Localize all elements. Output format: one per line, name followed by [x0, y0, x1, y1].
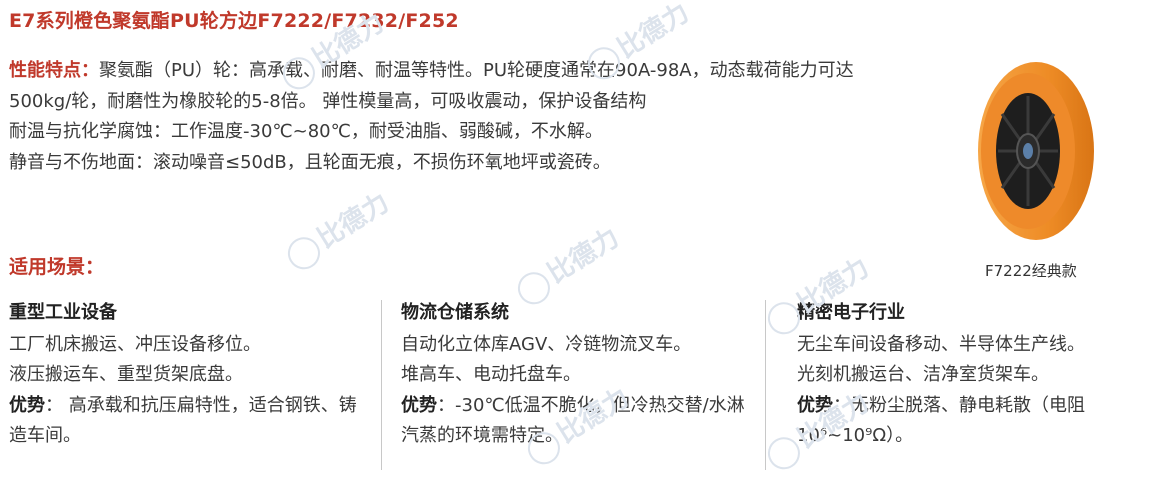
scenario-column-logistics: 物流仓储系统 自动化立体库AGV、冷链物流叉车。 堆高车、电动托盘车。 优势：-… — [401, 298, 746, 452]
column-line: 工厂机床搬运、冲压设备移位。 — [9, 333, 261, 355]
features-label: 性能特点： — [9, 60, 99, 81]
column-divider — [381, 300, 382, 470]
advantage-desc: ： 高承载和抗压扁特性，适合钢铁、铸造车间。 — [9, 394, 357, 447]
advantage-desc: ：-30℃低温不脆化，但冷热交替/水淋汽蒸的环境需特定。 — [401, 394, 745, 447]
advantage-text: 优势： 高承载和抗压扁特性，适合钢铁、铸造车间。 — [9, 391, 369, 452]
advantage-text: 优势：无粉尘脱落、静电耗散（电阻10⁶~10⁹Ω）。 — [797, 391, 1147, 452]
advantage-text: 优势：-30℃低温不脆化，但冷热交替/水淋汽蒸的环境需特定。 — [401, 391, 746, 452]
watermark-logo: 比德力 — [509, 218, 626, 310]
features-paragraph-1: 性能特点：聚氨酯（PU）轮：高承载、耐磨、耐温等特性。PU轮硬度通常在90A-9… — [9, 56, 894, 117]
features-text-1: 聚氨酯（PU）轮：高承载、耐磨、耐温等特性。PU轮硬度通常在90A-98A，动态… — [9, 60, 854, 112]
scenario-column-electronics: 精密电子行业 无尘车间设备移动、半导体生产线。 光刻机搬运台、洁净室货架车。 优… — [797, 298, 1147, 452]
column-heading: 精密电子行业 — [797, 302, 905, 323]
column-line: 堆高车、电动托盘车。 — [401, 364, 581, 385]
advantage-label: 优势 — [401, 394, 437, 416]
advantage-label: 优势 — [9, 394, 45, 416]
wheel-product-image — [978, 62, 1094, 240]
features-paragraph-2: 耐温与抗化学腐蚀：工作温度-30℃~80℃，耐受油脂、弱酸碱，不水解。 — [9, 121, 603, 142]
image-caption: F7222经典款 — [985, 262, 1077, 280]
watermark-logo: 比德力 — [279, 183, 396, 275]
column-line: 液压搬运车、重型货架底盘。 — [9, 364, 243, 385]
scenarios-label: 适用场景： — [9, 256, 105, 278]
column-line: 光刻机搬运台、洁净室货架车。 — [797, 364, 1049, 385]
scenario-column-heavy-industry: 重型工业设备 工厂机床搬运、冲压设备移位。 液压搬运车、重型货架底盘。 优势： … — [9, 298, 369, 452]
features-block: 性能特点：聚氨酯（PU）轮：高承载、耐磨、耐温等特性。PU轮硬度通常在90A-9… — [9, 56, 894, 178]
features-paragraph-3: 静音与不伤地面：滚动噪音≤50dB，且轮面无痕，不损伤环氧地坪或瓷砖。 — [9, 151, 611, 173]
column-divider — [765, 300, 766, 470]
advantage-desc: ：无粉尘脱落、静电耗散（电阻10⁶~10⁹Ω）。 — [797, 394, 1085, 447]
advantage-label: 优势 — [797, 394, 833, 416]
column-line: 无尘车间设备移动、半导体生产线。 — [797, 333, 1085, 355]
product-title: E7系列橙色聚氨酯PU轮方边F7222/F7232/F252 — [9, 10, 459, 32]
column-heading: 物流仓储系统 — [401, 302, 509, 323]
column-heading: 重型工业设备 — [9, 302, 117, 323]
column-line: 自动化立体库AGV、冷链物流叉车。 — [401, 333, 692, 355]
